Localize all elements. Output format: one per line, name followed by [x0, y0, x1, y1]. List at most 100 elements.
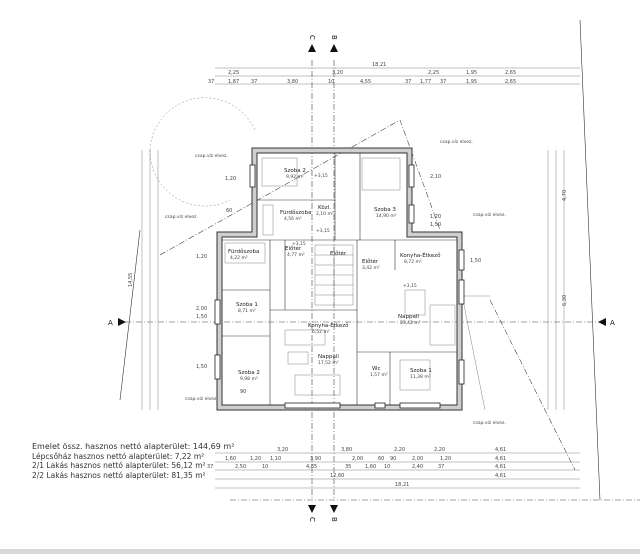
- drainage-notes: csap.víz elvez. csap.víz elvez. csap.víz…: [165, 138, 506, 426]
- dimension-label: 11,38 m²: [410, 374, 431, 380]
- summary-apartment-1: 2/1 Lakás hasznos nettó alapterület: 56,…: [32, 461, 206, 470]
- dimension-label: 1,50: [196, 314, 207, 320]
- dimension-label: 17,52 m²: [318, 360, 339, 366]
- room-label: Szoba 2: [238, 370, 260, 376]
- dimension-label: 90: [390, 456, 396, 462]
- dimension-label: 6,30: [562, 295, 568, 306]
- dimension-label: 1,87: [228, 79, 239, 85]
- dimension-label: 2,65: [505, 70, 516, 76]
- dimension-label: 3,42 m²: [362, 265, 380, 271]
- dimension-label: 37: [251, 79, 257, 85]
- dimension-label: 18,21: [395, 482, 409, 488]
- dimension-label: 4,61: [495, 473, 506, 479]
- room-label: Előtér: [285, 245, 302, 252]
- dimension-label: 37: [440, 79, 446, 85]
- dimension-label: 6,52 m²: [312, 329, 330, 335]
- dimension-label: 4,22 m²: [230, 255, 248, 261]
- room-label: Közl.: [318, 205, 331, 211]
- dimension-label: +3,15: [403, 283, 417, 289]
- dimension-label: 2,10: [430, 174, 441, 180]
- dimension-label: 1,20: [250, 456, 261, 462]
- dimension-label: csap.víz elvez.: [195, 152, 228, 159]
- dimension-label: 4,70: [562, 190, 568, 201]
- room-label: Wc: [372, 366, 380, 372]
- dimension-label: 14,55: [128, 273, 134, 287]
- room-label: Konyha-Étkező: [308, 321, 349, 329]
- dimension-label: 1,77: [420, 79, 431, 85]
- dimension-label: 1,50: [430, 222, 441, 228]
- section-c-top: C: [308, 35, 316, 40]
- dimension-label: 2,25: [228, 70, 239, 76]
- dimension-label: 2,00: [412, 456, 423, 462]
- dimension-label: 4,61: [495, 447, 506, 453]
- room-label: Szoba 3: [374, 207, 396, 213]
- dimension-label: 1,20: [430, 214, 441, 220]
- dimension-label: 2,00: [196, 306, 207, 312]
- room-labels: Szoba 29,92 m² Szoba 314,90 m² Fürdőszob…: [228, 168, 441, 382]
- dimension-label: 37: [405, 79, 411, 85]
- dimension-label: 1,60: [225, 456, 236, 462]
- top-dimensions: 18,21 2,25 3,20 2,25 1,95 2,65 37 1,87 3…: [208, 62, 580, 85]
- summary-total: Emelet össz. hasznos nettó alapterület: …: [32, 442, 235, 451]
- summary-apartment-2: 2/2 Lakás hasznos nettó alapterület: 81,…: [32, 470, 206, 480]
- dimension-label: 1,50: [470, 258, 481, 264]
- dimension-label: 1,95: [466, 70, 477, 76]
- dimension-label: 4,56 m²: [284, 216, 302, 222]
- dimension-label: 2,40: [412, 464, 423, 470]
- area-summary: Emelet össz. hasznos nettó alapterület: …: [32, 442, 234, 480]
- summary-stairwell: Lépcsőház hasznos nettó alapterület: 7,2…: [32, 451, 205, 461]
- dimension-label: csap.víz elvez.: [473, 419, 506, 426]
- dimension-label: 1,20: [440, 456, 451, 462]
- dimension-label: 2,10 m²: [316, 211, 334, 217]
- left-dimensions: 14,55 1,20 60 1,20 2,00 1,50 1,50 90: [128, 150, 246, 410]
- dimension-label: 2,25: [428, 70, 439, 76]
- dimension-label: 8,71 m²: [238, 308, 256, 314]
- dimension-label: 1,57 m²: [370, 372, 388, 378]
- bottom-bar: [0, 549, 640, 554]
- dimension-label: 35: [345, 464, 351, 470]
- dimension-label: 2,00: [352, 456, 363, 462]
- section-a-left: A: [108, 319, 113, 327]
- dimension-label: +3,15: [292, 241, 306, 247]
- section-b-bottom: B: [330, 517, 338, 522]
- dimension-label: 9,98 m²: [240, 376, 258, 382]
- room-label: Szoba 1: [236, 302, 258, 308]
- dimension-label: 4,55: [360, 79, 371, 85]
- dimension-label: 4,85: [306, 464, 317, 470]
- dimension-label: 1,60: [365, 464, 376, 470]
- dimension-label: 1,20: [196, 254, 207, 260]
- room-label: Konyha-Étkező: [400, 251, 441, 259]
- site-lines: [119, 19, 601, 501]
- dimension-label: csap.víz elvez.: [440, 138, 473, 145]
- dimension-label: 3,80: [341, 447, 352, 453]
- right-dimensions: 4,70 6,30 2,10 1,20 1,50 1,50: [430, 150, 568, 410]
- dimension-label: 4,61: [495, 464, 506, 470]
- room-label: Előtér: [362, 258, 379, 265]
- dimension-label: 2,65: [505, 79, 516, 85]
- bottom-dimensions: 3,20 3,80 2,20 2,20 4,61 1,60 1,20 1,10 …: [207, 447, 580, 489]
- room-label: Nappali: [318, 354, 339, 360]
- dimension-label: 90: [240, 389, 246, 395]
- dimension-label: 3,90: [310, 456, 321, 462]
- dimension-label: 3,80: [287, 79, 298, 85]
- dimension-label: 10: [262, 464, 268, 470]
- section-a-right: A: [610, 319, 615, 327]
- dimension-label: 1,50: [196, 364, 207, 370]
- dimension-label: csap.víz elvez.: [165, 213, 198, 220]
- dimension-label: 37: [438, 464, 444, 470]
- room-label: Szoba 2: [284, 168, 306, 174]
- room-label: Szoba 1: [410, 368, 432, 374]
- dimension-label: 3,20: [277, 447, 288, 453]
- dimension-label: 60: [378, 456, 384, 462]
- dimension-label: 8,72 m²: [404, 259, 422, 265]
- dimension-label: 1,20: [225, 176, 236, 182]
- dimension-label: 9,92 m²: [286, 174, 304, 180]
- dimension-label: +3,15: [316, 228, 330, 234]
- dimension-label: csap.víz elvez.: [185, 395, 218, 402]
- room-label: Előtér: [330, 250, 347, 257]
- dimension-label: csap.víz elvez.: [473, 211, 506, 218]
- dimension-label: 1,95: [466, 79, 477, 85]
- dimension-label: 18,21: [372, 62, 386, 68]
- room-label: Nappali: [398, 314, 419, 320]
